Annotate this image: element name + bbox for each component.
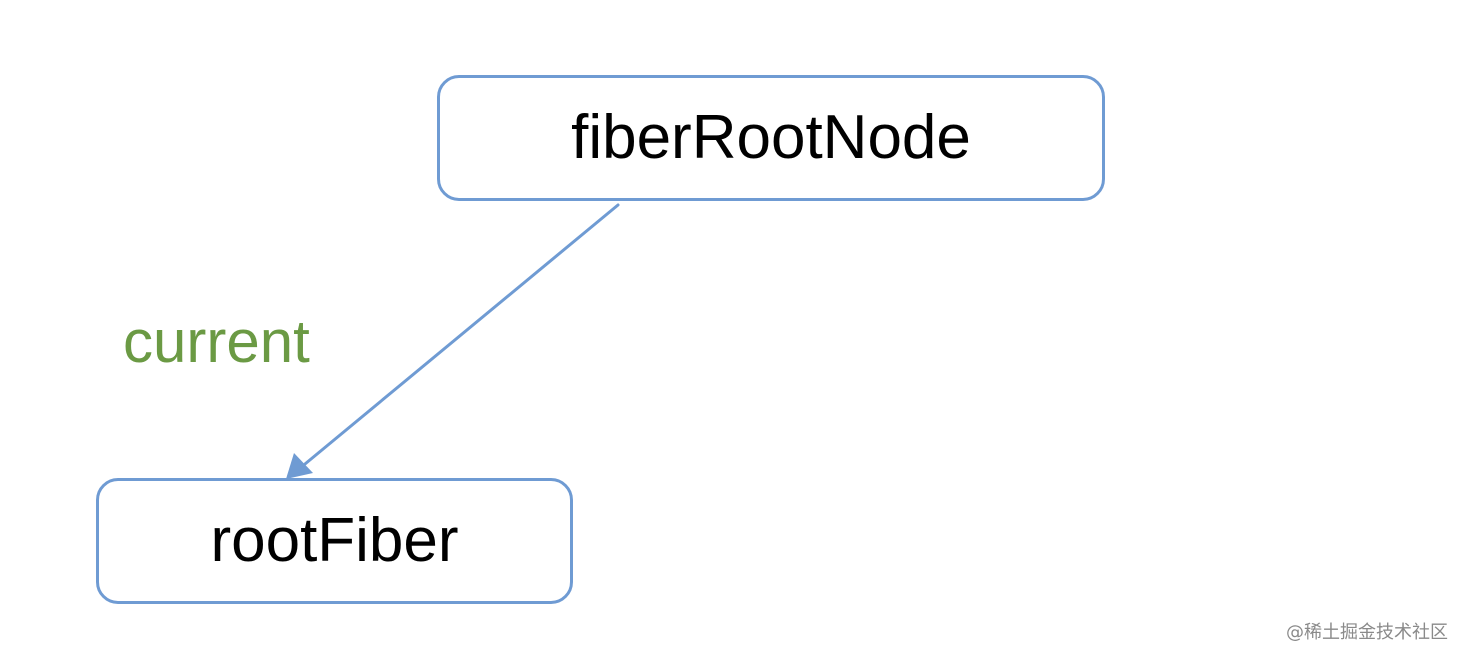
node-fiber-root-node-label: fiberRootNode [571,103,971,172]
node-root-fiber-label: rootFiber [210,506,459,575]
node-fiber-root-node: fiberRootNode [437,75,1105,201]
edge-label-current: current [123,308,310,375]
node-root-fiber: rootFiber [96,478,573,604]
watermark: @稀土掘金技术社区 [1286,622,1448,643]
edge-current-arrowhead [286,453,313,479]
edge-current-arrow-line [303,203,620,466]
